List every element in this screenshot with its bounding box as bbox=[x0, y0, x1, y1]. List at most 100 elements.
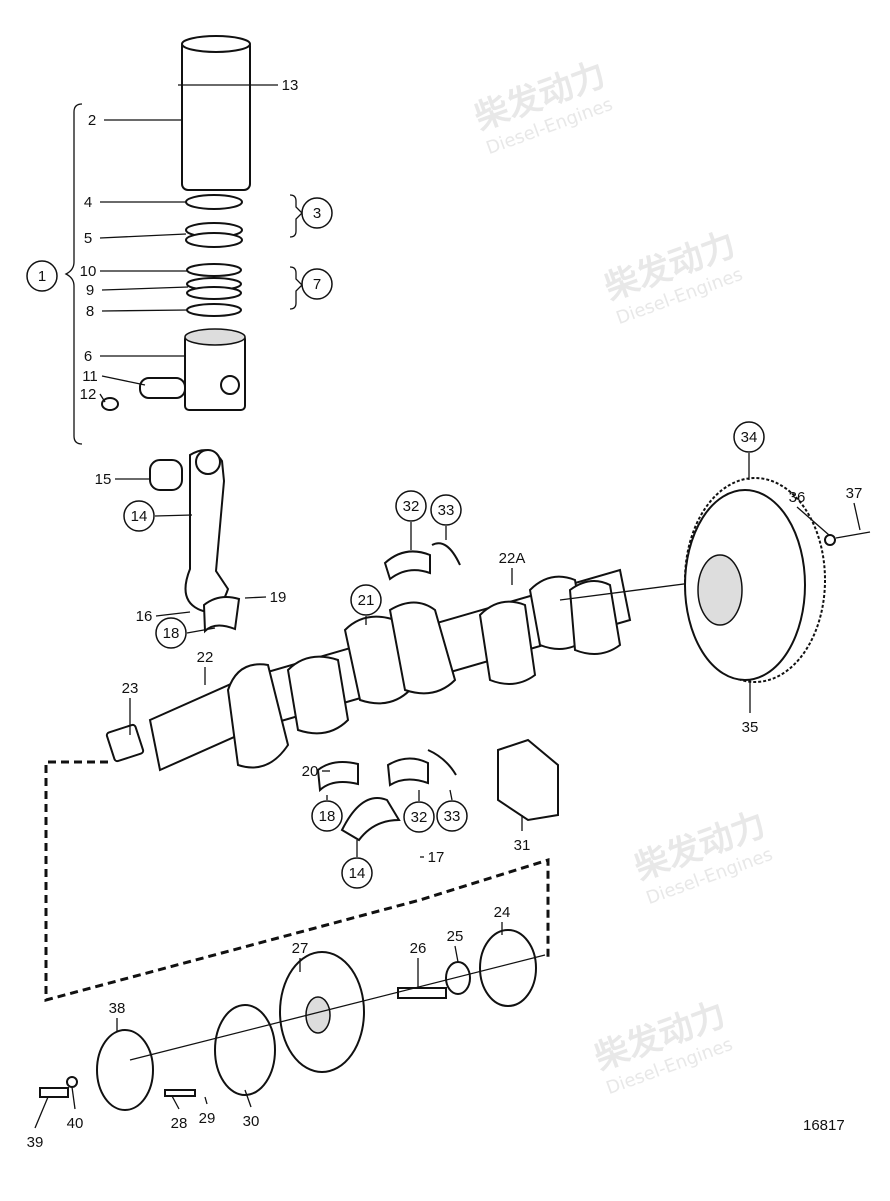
connecting-rod bbox=[149, 449, 241, 634]
callout-number: 16 bbox=[136, 608, 153, 625]
callout-40: 40 bbox=[67, 1115, 84, 1132]
callout-4: 4 bbox=[84, 194, 92, 211]
callout-number: 40 bbox=[67, 1115, 84, 1132]
callout-number: 13 bbox=[282, 77, 299, 94]
callout-9: 9 bbox=[86, 282, 94, 299]
callout-23: 23 bbox=[122, 680, 139, 697]
figure-number: 16817 bbox=[803, 1117, 845, 1134]
group-brace-3 bbox=[289, 194, 303, 238]
callout-10: 10 bbox=[80, 263, 97, 280]
callout-18: 18 bbox=[155, 617, 187, 649]
callout-number: 36 bbox=[789, 489, 806, 506]
callout-11: 11 bbox=[82, 368, 98, 385]
leader-line bbox=[204, 1096, 208, 1105]
callout-39: 39 bbox=[27, 1134, 44, 1151]
callout-7: 7 bbox=[301, 268, 333, 300]
leader-line bbox=[101, 375, 146, 386]
callout-circle bbox=[155, 617, 187, 649]
crankshaft bbox=[105, 568, 731, 772]
callout-20: 20 bbox=[302, 763, 319, 780]
callout-27: 27 bbox=[292, 940, 309, 957]
callout-number: 8 bbox=[86, 303, 94, 320]
flywheel bbox=[684, 477, 871, 683]
callout-circle bbox=[301, 268, 333, 300]
callout-number: 22 bbox=[197, 649, 214, 666]
callout-number: 37 bbox=[846, 485, 863, 502]
callout-number: 34 bbox=[741, 429, 758, 446]
callout-number: 14 bbox=[131, 508, 148, 525]
callout-3: 3 bbox=[301, 197, 333, 229]
callout-number: 25 bbox=[447, 928, 464, 945]
callout-number: 4 bbox=[84, 194, 92, 211]
callout-circle bbox=[350, 584, 382, 616]
callout-number: 24 bbox=[494, 904, 511, 921]
leader-line bbox=[796, 506, 830, 536]
callout-5: 5 bbox=[84, 230, 92, 247]
callout-number: 12 bbox=[80, 386, 97, 403]
callout-2: 2 bbox=[88, 112, 96, 129]
callout-number: 31 bbox=[514, 837, 531, 854]
group-brace-7 bbox=[289, 266, 303, 310]
callout-number: 11 bbox=[82, 368, 98, 385]
dashed-assembly-line bbox=[44, 760, 550, 1002]
callout-17: 17 bbox=[428, 849, 445, 866]
callout-22A: 22A bbox=[499, 550, 526, 567]
piston-rings bbox=[185, 194, 243, 317]
callout-number: 19 bbox=[270, 589, 287, 606]
callout-number: 1 bbox=[38, 268, 46, 285]
callout-number: 22A bbox=[499, 550, 526, 567]
callout-19: 19 bbox=[270, 589, 287, 606]
callout-circle bbox=[26, 260, 58, 292]
callout-number: 32 bbox=[403, 498, 420, 515]
callout-13: 13 bbox=[282, 77, 299, 94]
callout-22: 22 bbox=[197, 649, 214, 666]
callout-number: 30 bbox=[243, 1113, 260, 1130]
callout-36: 36 bbox=[789, 489, 806, 506]
callout-circle bbox=[395, 490, 427, 522]
main-bearing-cap bbox=[497, 738, 559, 822]
callout-circle bbox=[733, 421, 765, 453]
callout-number: 23 bbox=[122, 680, 139, 697]
callout-number: 6 bbox=[84, 348, 92, 365]
callout-37: 37 bbox=[846, 485, 863, 502]
callout-circle bbox=[341, 857, 373, 889]
bearing-shells bbox=[316, 542, 461, 842]
leader-line bbox=[101, 286, 189, 291]
front-pulleys bbox=[39, 929, 546, 1111]
callout-15: 15 bbox=[95, 471, 112, 488]
callout-number: 9 bbox=[86, 282, 94, 299]
leader-line bbox=[454, 945, 459, 963]
leader-line bbox=[71, 1086, 76, 1110]
callout-14: 14 bbox=[123, 500, 155, 532]
callout-29: 29 bbox=[199, 1110, 216, 1127]
callout-circle bbox=[311, 800, 343, 832]
callout-number: 29 bbox=[199, 1110, 216, 1127]
callout-number: 39 bbox=[27, 1134, 44, 1151]
leader-line bbox=[186, 627, 216, 634]
leader-line bbox=[155, 611, 191, 617]
leader-line bbox=[171, 1095, 180, 1110]
callout-number: 5 bbox=[84, 230, 92, 247]
leader-line bbox=[244, 596, 267, 599]
group-brace-1 bbox=[64, 103, 83, 445]
callout-circle bbox=[436, 800, 468, 832]
callout-38: 38 bbox=[109, 1000, 126, 1017]
callout-25: 25 bbox=[447, 928, 464, 945]
callout-number: 2 bbox=[88, 112, 96, 129]
callout-circle bbox=[403, 801, 435, 833]
leader-line bbox=[244, 1089, 252, 1108]
cylinder-liner bbox=[178, 35, 254, 191]
callout-circle bbox=[430, 494, 462, 526]
callout-6: 6 bbox=[84, 348, 92, 365]
leader-line bbox=[34, 1096, 49, 1129]
callout-number: 38 bbox=[109, 1000, 126, 1017]
callout-number: 28 bbox=[171, 1115, 188, 1132]
callout-31: 31 bbox=[514, 837, 531, 854]
callout-12: 12 bbox=[80, 386, 97, 403]
callout-28: 28 bbox=[171, 1115, 188, 1132]
